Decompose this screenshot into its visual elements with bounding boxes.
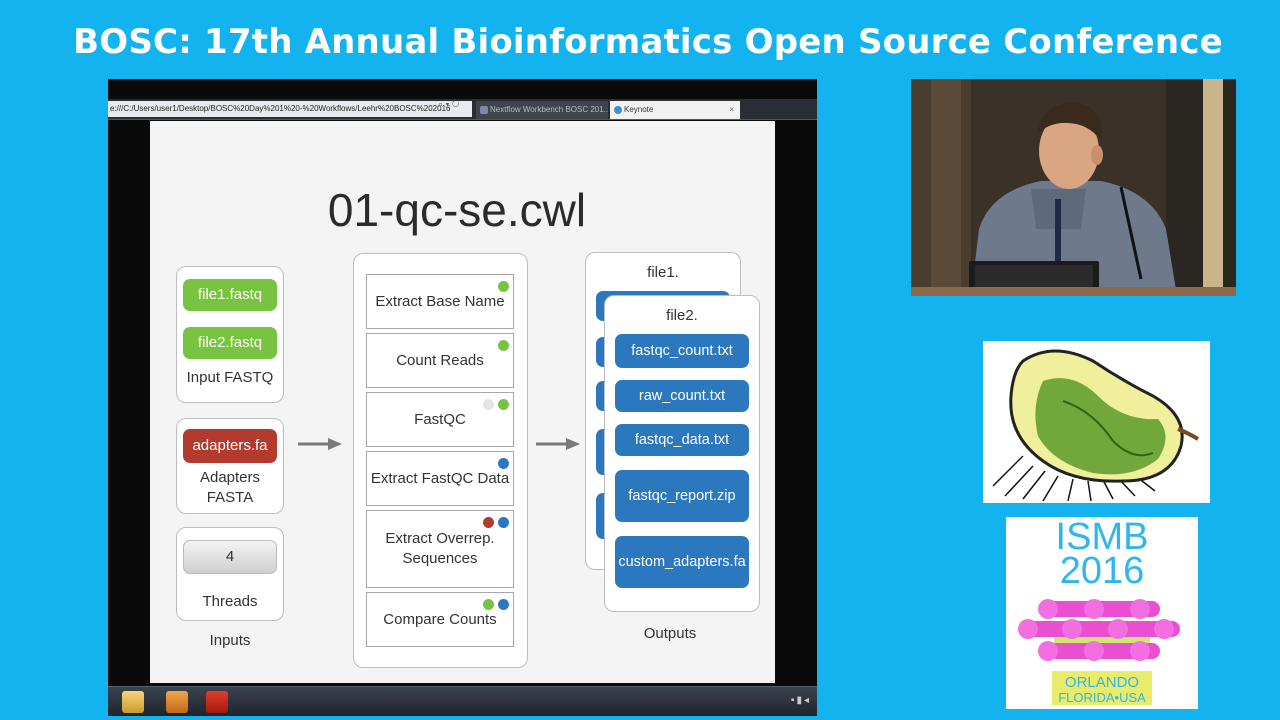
tab-label: Keynote [624,105,654,114]
ismb-molecule-graphic [1018,599,1180,661]
panel-label: Adapters FASTA [199,469,261,506]
adapters-file-pill: adapters.fa [183,429,277,463]
step-extract-overrep-sequences: Extract Overrep. Sequences [366,510,514,588]
ismb-2016-logo: ISMB 2016 ORLANDO FLORIDA•USA [1006,517,1198,709]
step-label: Count Reads [396,351,484,369]
output-file-pill: fastqc_count.txt [615,334,749,368]
ismb-logo-year: 2016 [1059,550,1145,592]
address-bar[interactable]: e:///C:/Users/user1/Desktop/BOSC%20Day%2… [108,101,472,117]
bosc-pear-logo [983,341,1210,503]
system-tray-icons[interactable]: ▪▮◂ [790,695,811,706]
close-tab-icon[interactable]: × [729,105,734,114]
browser-tab-keynote[interactable]: Keynote × [610,101,740,119]
browser-tab-nextflow[interactable]: Nextflow Workbench BOSC 201... [476,101,608,119]
step-status-dot [498,517,509,528]
shared-screen: e:///C:/Users/user1/Desktop/BOSC%20Day%2… [108,79,817,716]
card-label: file1. [647,264,679,281]
card-label: file2. [666,307,698,324]
output-file-pill: fastqc_data.txt [615,424,749,456]
input-file-pill: file1.fastq [183,279,277,311]
step-status-dot [498,458,509,469]
threads-panel: 4 Threads [176,527,284,621]
browser-toolbar: e:///C:/Users/user1/Desktop/BOSC%20Day%2… [108,99,817,120]
media-player-icon[interactable] [166,691,188,713]
address-text: e:///C:/Users/user1/Desktop/BOSC%20Day%2… [110,104,451,113]
step-status-dot [498,281,509,292]
address-bar-icons[interactable]: ⌕ ▾ ↻ [438,99,460,109]
step-label: Extract FastQC Data [370,469,510,487]
tab-label: Nextflow Workbench BOSC 201... [490,105,608,114]
step-status-dot [498,599,509,610]
step-extract-fastqc-data: Extract FastQC Data [366,451,514,506]
step-status-dot [483,399,494,410]
windows-taskbar: ▪▮◂ [108,686,817,716]
page-favicon-icon [480,106,488,114]
step-fastqc: FastQC [366,392,514,447]
panel-label: Threads [202,593,258,610]
output-file-pill: custom_adapters.fa [615,536,749,588]
adapters-panel: adapters.fa Adapters FASTA [176,418,284,514]
step-status-dot [498,340,509,351]
arrow-right-icon [298,438,342,450]
step-status-dot [483,599,494,610]
ismb-logo-region: FLORIDA•USA [1058,690,1146,705]
panel-label: Input FASTQ [186,369,274,386]
ie-favicon-icon [614,106,622,114]
threads-value-pill: 4 [183,540,277,574]
step-status-dot [498,399,509,410]
steps-panel: Extract Base Name Count Reads FastQC Ext… [353,253,528,668]
input-file-pill: file2.fastq [183,327,277,359]
input-fastq-panel: file1.fastq file2.fastq Input FASTQ [176,266,284,403]
outputs-column-label: Outputs [643,625,697,642]
ismb-location-band [1052,671,1152,705]
pdf-reader-icon[interactable] [206,691,228,713]
ismb-logo-city: ORLANDO [1064,674,1140,691]
step-compare-counts: Compare Counts [366,592,514,647]
arrow-right-icon [536,438,580,450]
inputs-column-label: Inputs [209,632,251,649]
keynote-slide: 01-qc-se.cwl file1.fastq file2.fastq Inp… [150,121,775,683]
output-file-pill: fastqc_report.zip [615,470,749,522]
step-label: Extract Overrep. Sequences [385,530,495,567]
slide-title: 01-qc-se.cwl [327,184,587,236]
step-count-reads: Count Reads [366,333,514,388]
output-card-file2: file2. fastqc_count.txt raw_count.txt fa… [604,295,760,612]
step-label: Compare Counts [383,610,497,628]
file-explorer-icon[interactable] [122,691,144,713]
step-extract-base-name: Extract Base Name [366,274,514,329]
ismb-logo-title: ISMB [1055,516,1149,558]
step-label: Extract Base Name [375,292,505,310]
speaker-video [911,79,1236,296]
step-label: FastQC [414,410,466,428]
step-status-dot [483,517,494,528]
output-file-pill: raw_count.txt [615,380,749,412]
page-title: BOSC: 17th Annual Bioinformatics Open So… [73,22,1223,62]
